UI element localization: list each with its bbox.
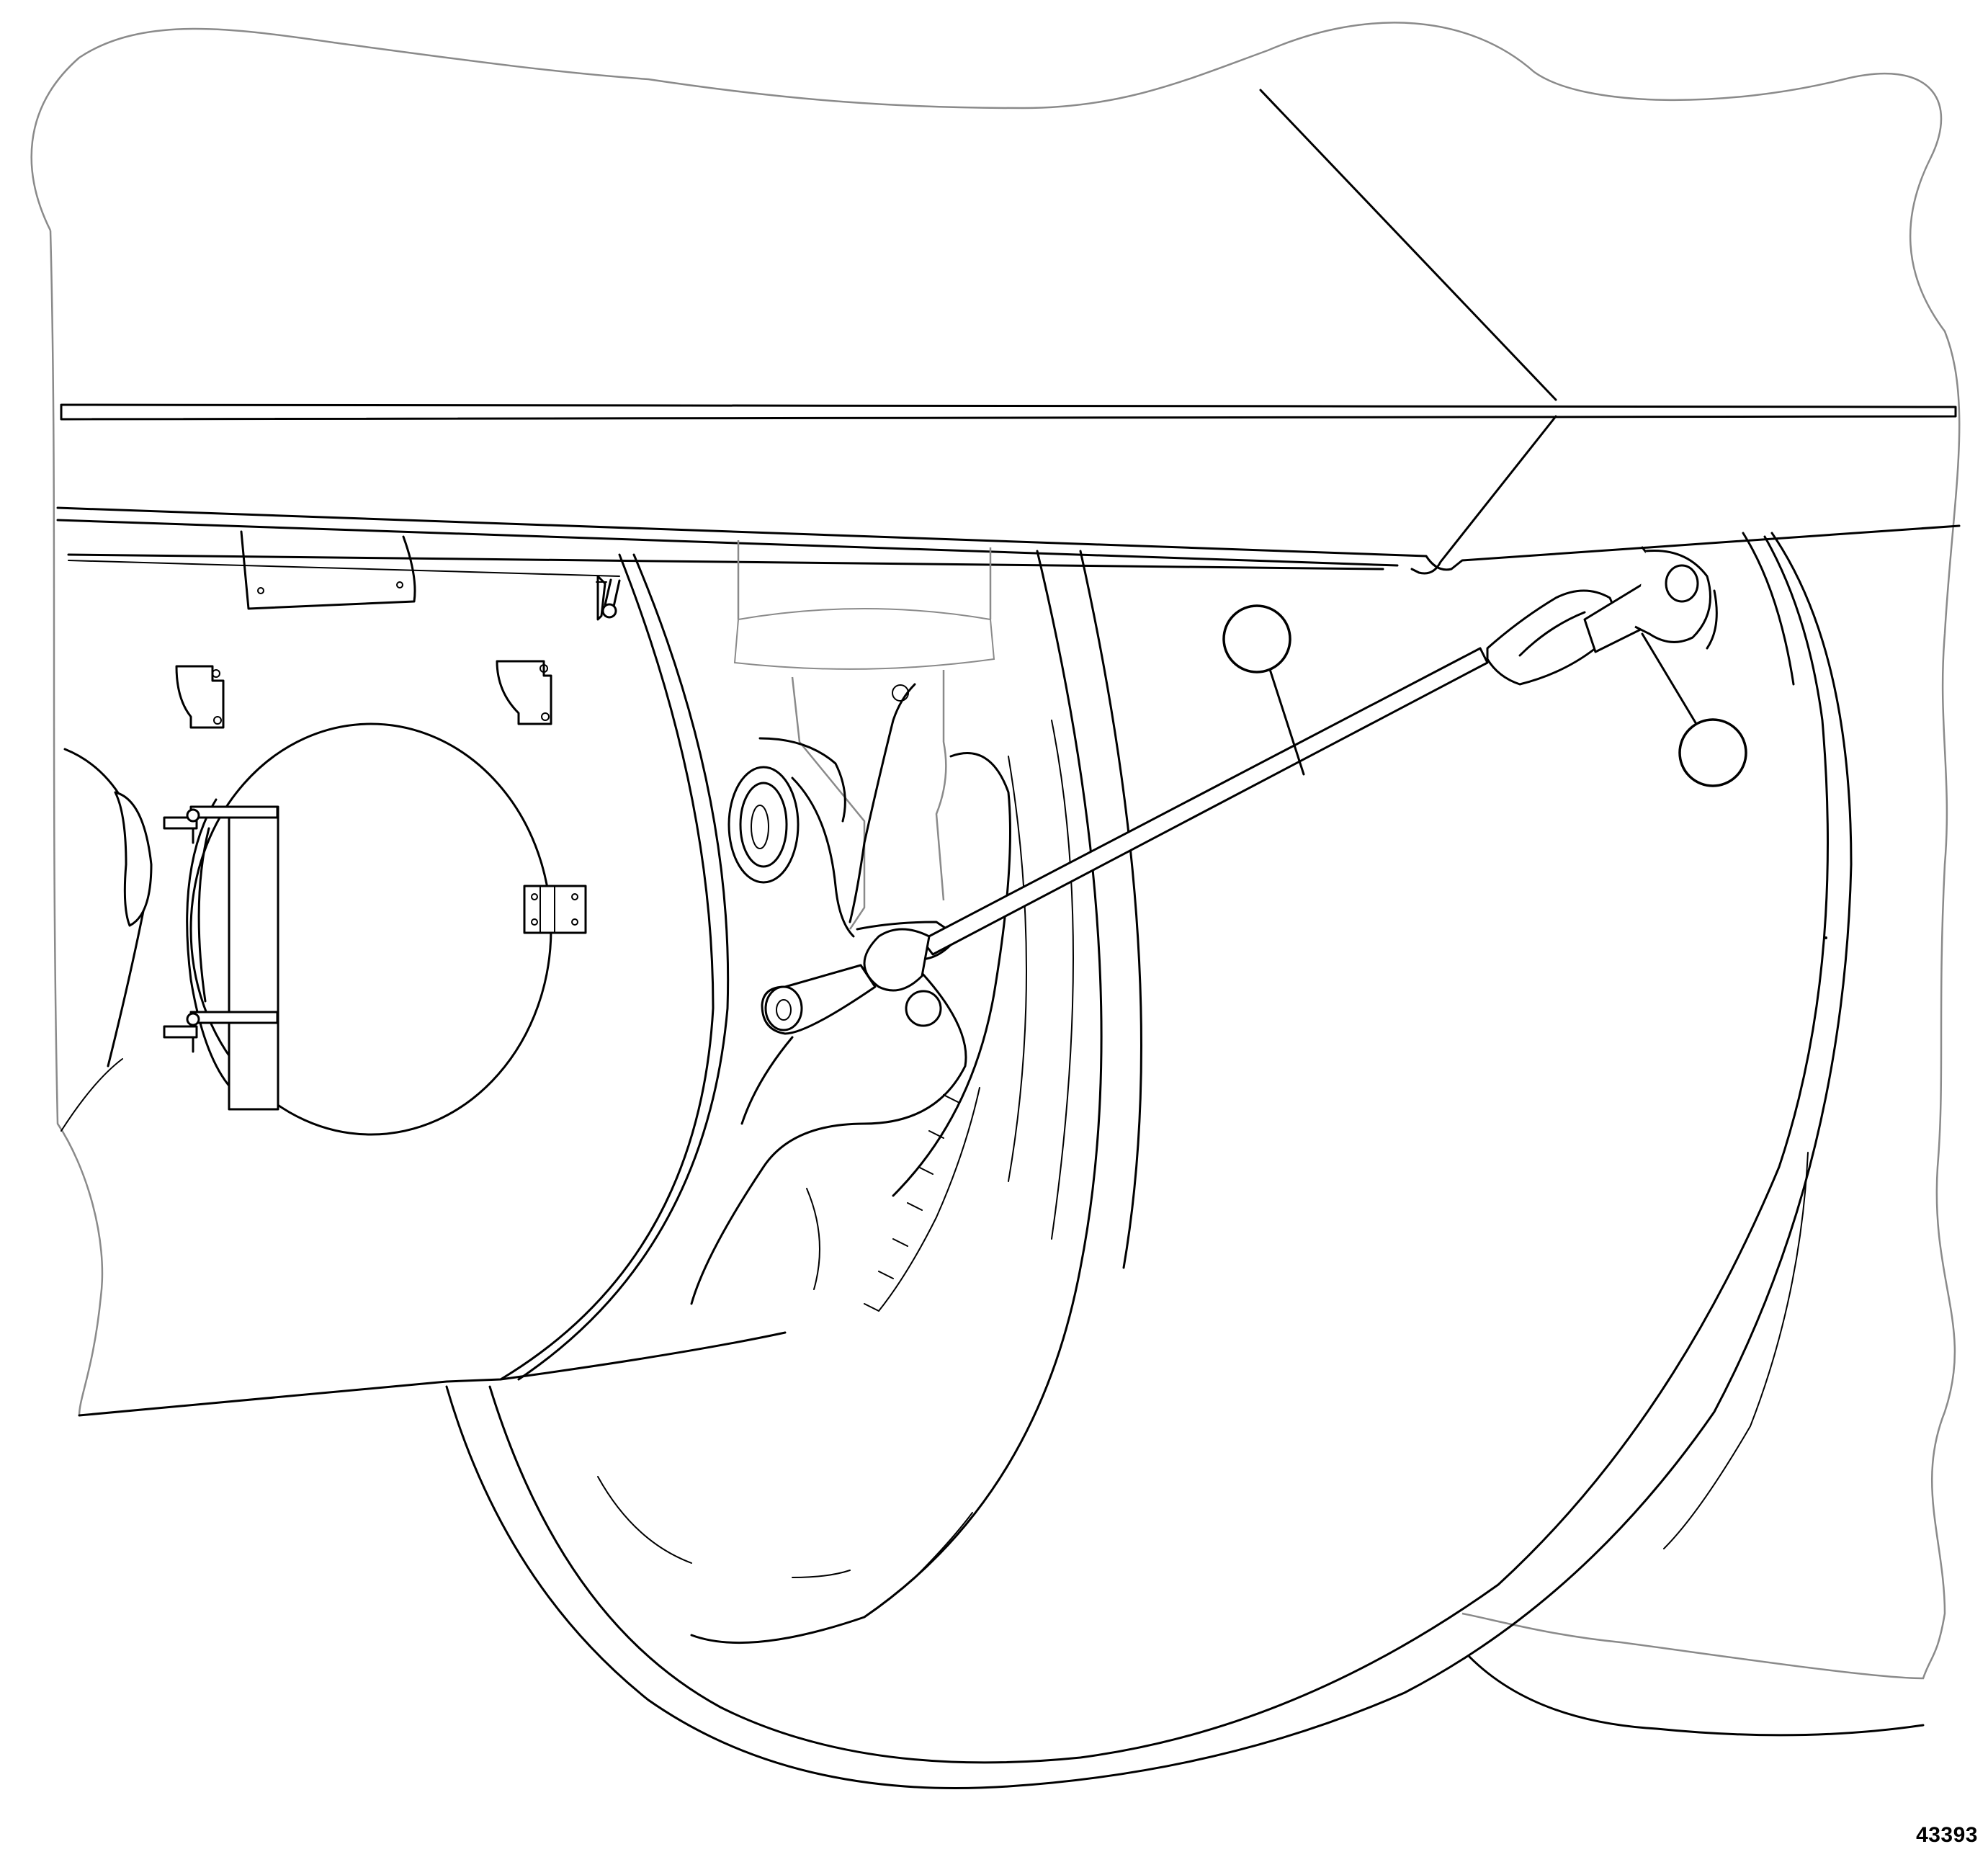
clip-left — [175, 665, 225, 729]
brake-lining-segments — [864, 1094, 959, 1312]
access-cover — [163, 722, 587, 1136]
wheel-inner-rim — [597, 550, 1142, 1644]
tie-rod-end-upper — [1583, 549, 1718, 653]
tie-rod-end-lower — [761, 964, 877, 1035]
tire — [445, 532, 1925, 1789]
callout-2 — [1641, 632, 1747, 787]
callout-1 — [1222, 604, 1305, 776]
clip-right — [496, 660, 552, 725]
spindle-arm — [690, 921, 980, 1312]
bolt — [601, 578, 621, 619]
figure-number: 43393 — [1916, 1823, 1978, 1847]
break-line-border — [30, 22, 1961, 1680]
knuckle-boss — [727, 766, 855, 938]
axle-housing — [61, 553, 787, 1417]
frame-rail — [56, 89, 1961, 614]
mounting-bracket — [240, 530, 607, 621]
tie-rod — [863, 589, 1614, 992]
break-line-left — [49, 230, 104, 1416]
speck — [1824, 936, 1827, 939]
wheel-hub-assembly — [733, 540, 1011, 1197]
